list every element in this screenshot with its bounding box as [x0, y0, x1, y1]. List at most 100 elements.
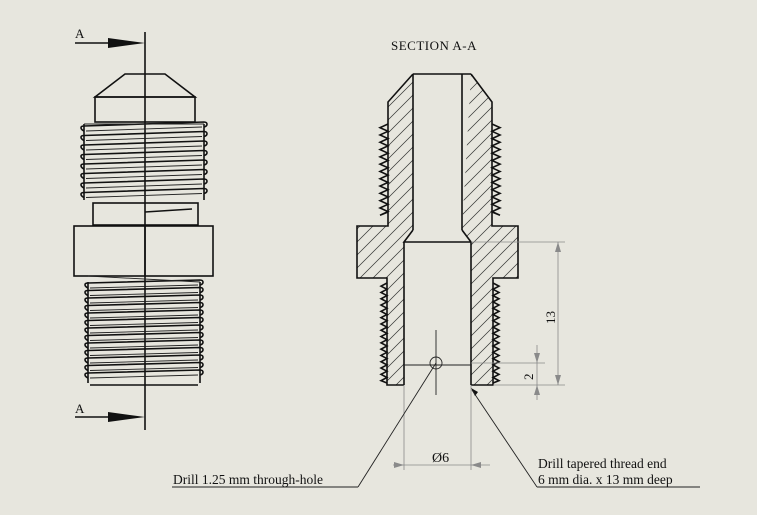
hatch-line — [458, 74, 518, 385]
thread-crest — [84, 294, 204, 304]
hatch-line — [357, 74, 496, 385]
thread-root — [89, 352, 199, 356]
dim-2-label: 2 — [521, 374, 536, 381]
hole-note: Drill 1.25 mm through-hole — [173, 472, 323, 487]
hatch-line — [357, 74, 418, 385]
hatch-line — [432, 74, 518, 385]
hatch-line — [357, 74, 518, 385]
neck — [92, 202, 199, 226]
thread-crest — [84, 279, 204, 289]
hatch-line — [357, 74, 518, 385]
hatch-line — [589, 0, 757, 400]
dim-13-arrow-bottom — [555, 375, 561, 385]
thread-crest — [84, 301, 204, 312]
thread-note-line2: 6 mm dia. x 13 mm deep — [538, 472, 673, 487]
thread-crest — [80, 187, 208, 199]
hole-note-leader — [357, 362, 437, 488]
hatch-line — [357, 74, 518, 385]
thread-crest — [84, 316, 204, 327]
thread-root — [85, 174, 203, 179]
hatch-line — [524, 0, 757, 400]
thread-root — [89, 367, 199, 371]
thread-top-line — [87, 275, 201, 283]
hatch-line — [357, 74, 518, 385]
hatch-line — [419, 74, 518, 385]
thread-root — [89, 344, 199, 349]
thread-crest — [84, 346, 204, 357]
thread-crest — [80, 178, 208, 189]
section-arrow-bottom — [108, 412, 145, 422]
thread-crest — [80, 140, 208, 151]
flare-nose — [94, 96, 196, 123]
thread-runout — [144, 208, 193, 213]
hatch-line — [357, 74, 518, 385]
thread-crest — [80, 121, 208, 132]
hatch-line — [0, 0, 339, 400]
hatch-line — [576, 0, 757, 400]
thread-crest — [84, 339, 204, 349]
thread-root — [89, 329, 199, 334]
hatch-line — [357, 74, 518, 385]
section-arrow-top — [108, 38, 145, 48]
thread-crest — [84, 309, 204, 319]
hatch-line — [357, 74, 483, 385]
dim-6-arrow-right — [471, 462, 481, 468]
hatch-line — [357, 74, 518, 385]
section-outline-right — [470, 73, 519, 386]
hatch-line — [357, 74, 470, 385]
thread-root — [85, 183, 203, 189]
lower-thread-right — [491, 282, 501, 384]
hatch-line — [0, 0, 326, 400]
thread-root — [85, 193, 203, 198]
thread-crest — [80, 159, 208, 170]
hatch-line — [406, 74, 518, 385]
thread-crest — [84, 369, 204, 379]
lower-thread-left — [379, 282, 389, 384]
hatch-line — [357, 74, 431, 385]
hatch-line — [393, 74, 518, 385]
hatch-line — [0, 0, 313, 400]
hatch-line — [563, 0, 757, 400]
thread-root — [89, 374, 199, 379]
upper-thread-left — [378, 123, 390, 216]
thread-root — [89, 299, 199, 304]
hatch-line — [367, 74, 518, 385]
thread-root — [89, 292, 199, 296]
thread-crest — [84, 361, 204, 372]
thread-crest — [80, 168, 208, 180]
thread-root — [85, 126, 203, 132]
hatch-line — [357, 74, 518, 385]
thread-crest — [84, 324, 204, 334]
hatch-line — [357, 74, 518, 385]
thread-crest — [84, 354, 204, 364]
lower-thread — [84, 275, 204, 386]
hatch-line — [0, 0, 300, 400]
section-label-top: A — [75, 26, 85, 41]
thread-root — [89, 337, 199, 341]
section-title: SECTION A-A — [391, 38, 477, 53]
thread-crest — [80, 149, 208, 161]
thread-crest — [80, 130, 208, 142]
thread-root — [89, 284, 199, 289]
hatch-line — [550, 0, 757, 400]
section-outline-left — [356, 73, 414, 386]
hatch-line — [357, 74, 518, 385]
section-label-bottom: A — [75, 401, 85, 416]
dim-2-arrow-top — [534, 353, 540, 363]
hatch-line — [357, 74, 518, 385]
thread-crest — [84, 286, 204, 297]
bore-taper — [402, 229, 473, 243]
dim-6-arrow-left — [394, 462, 404, 468]
hatch-line — [484, 74, 518, 385]
thread-root — [85, 164, 203, 170]
dim-13-arrow-top — [555, 242, 561, 252]
dim-2-arrow-bottom — [534, 385, 540, 395]
hex-body — [73, 225, 214, 277]
hatch-line — [537, 0, 757, 400]
thread-note-line1: Drill tapered thread end — [538, 456, 667, 471]
hatch-line — [357, 74, 518, 385]
hatch-line — [510, 74, 518, 385]
thread-root — [85, 145, 203, 151]
thread-root — [89, 359, 199, 364]
